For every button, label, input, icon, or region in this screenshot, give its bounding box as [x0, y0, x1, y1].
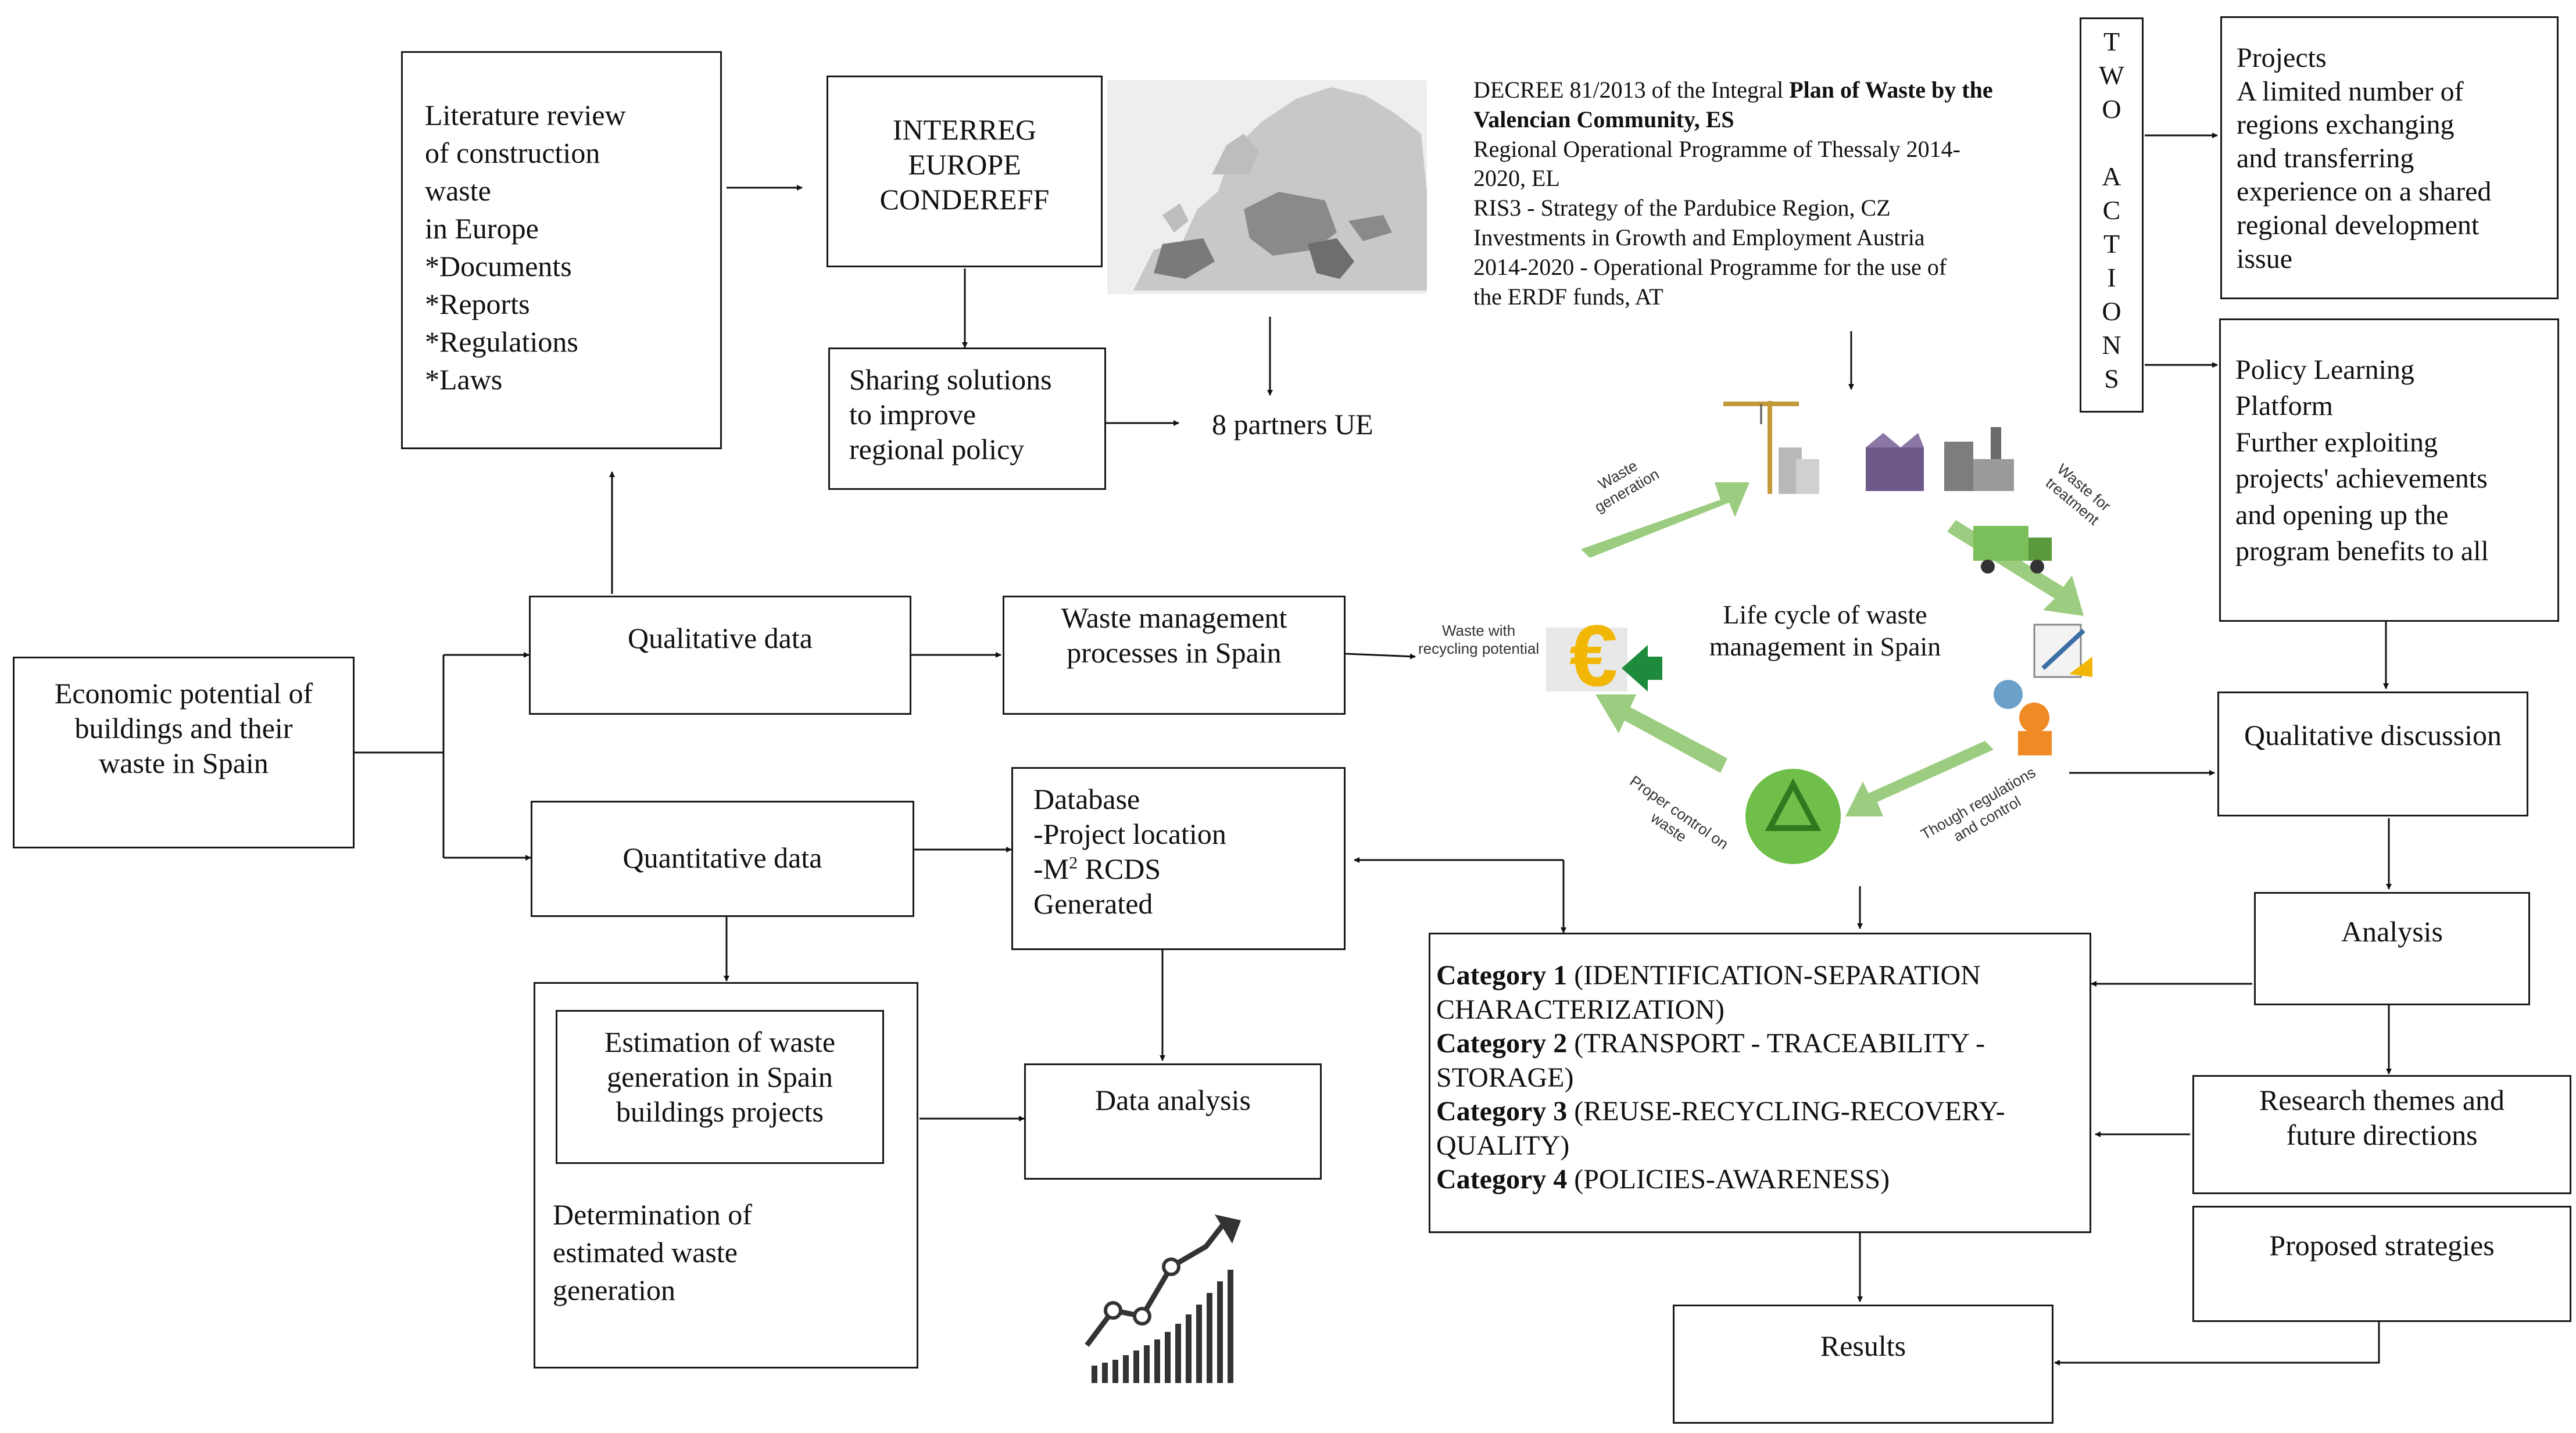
euro-recycling-icon: € [1546, 607, 1662, 704]
category-item: Category 4 (POLICIES-AWARENESS) [1436, 1163, 2005, 1197]
two-actions-letter: A [2102, 161, 2121, 191]
decree-bold-title: Plan of Waste by the Valencian Community… [1473, 77, 1993, 132]
analysis-label: Analysis [2341, 915, 2443, 948]
category-label: Category 1 [1436, 960, 1568, 991]
two-actions-letter: N [2102, 329, 2121, 360]
results-label: Results [1820, 1330, 1906, 1362]
waste-management-box: Waste management processes in Spain [1003, 596, 1346, 715]
lifecycle-title: Life cycle of waste management in Spain [1709, 600, 1941, 662]
economic-potential-box: Economic potential of buildings and thei… [13, 657, 355, 848]
recycling-potential-label: Waste with recycling potential [1418, 622, 1540, 658]
data-analysis-label: Data analysis [1095, 1084, 1251, 1116]
analysis-box: Analysis [2254, 892, 2530, 1005]
two-actions-letter: W [2099, 60, 2124, 90]
recycle-icon [1745, 769, 1841, 864]
worker-gear-icon [1994, 680, 2052, 755]
determination-box: Estimation of waste generation in Spain … [534, 982, 918, 1368]
programmes-list: Regional Operational Programme of Thessa… [1473, 135, 1960, 310]
decree-title: DECREE 81/2013 of the Integral [1473, 77, 1790, 103]
two-actions-letter: O [2102, 94, 2121, 124]
policy-learning-box: Policy Learning Platform Further exploit… [2219, 318, 2559, 622]
category-item: Category 2 (TRANSPORT - TRACEABILITY - S… [1436, 1027, 2005, 1095]
sharing-solutions-label: Sharing solutions to improve regional po… [849, 363, 1052, 465]
two-actions-letter: O [2102, 296, 2121, 326]
database-box: Database -Project location -M2 RCDS Gene… [1011, 767, 1346, 950]
category-text: (REUSE-RECYCLING-RECOVERY- QUALITY) [1436, 1096, 2005, 1161]
quantitative-data-box: Quantitative data [531, 801, 914, 917]
category-text: (POLICIES-AWARENESS) [1567, 1164, 1890, 1195]
determination-label: Determination of estimated waste generat… [553, 1198, 752, 1306]
projects-box: Projects A limited number of regions exc… [2220, 16, 2559, 299]
waste-management-label: Waste management processes in Spain [1061, 601, 1287, 669]
europe-map-image [1107, 80, 1427, 294]
literature-review-box: Literature review of construction waste … [401, 51, 722, 449]
category-text: (IDENTIFICATION-SEPARATION CHARACTERIZAT… [1436, 960, 1981, 1025]
projects-label: Projects A limited number of regions exc… [2237, 42, 2492, 274]
proposed-strategies-box: Proposed strategies [2192, 1206, 2571, 1322]
two-actions-letter: T [2103, 27, 2120, 56]
qualitative-discussion-label: Qualitative discussion [2244, 719, 2502, 751]
interreg-box: INTERREG EUROPE CONDEREFF [827, 76, 1103, 267]
category-item: Category 1 (IDENTIFICATION-SEPARATION CH… [1436, 959, 2005, 1027]
category-label: Category 3 [1436, 1096, 1568, 1127]
arrow-to-cycle [1345, 653, 1416, 660]
two-actions-letter: I [2107, 262, 2116, 292]
database-superscript: 2 [1069, 853, 1078, 873]
category-label: Category 4 [1436, 1164, 1568, 1195]
industrial-plant-icon [1944, 427, 2014, 491]
data-analysis-box: Data analysis [1024, 1063, 1322, 1180]
qualitative-data-box: Qualitative data [529, 596, 911, 715]
category-label: Category 2 [1436, 1028, 1568, 1059]
categories-box: Category 1 (IDENTIFICATION-SEPARATION CH… [1429, 933, 2091, 1233]
interreg-label: INTERREG EUROPE CONDEREFF [879, 113, 1050, 216]
database-text: Database -Project location -M [1033, 783, 1226, 885]
factory-icon [1866, 433, 1924, 491]
results-box: Results [1673, 1305, 2053, 1424]
growth-chart-icon [1085, 1215, 1241, 1383]
estimation-box: Estimation of waste generation in Spain … [556, 1010, 884, 1164]
two-actions-letter: C [2102, 195, 2121, 225]
estimation-label: Estimation of waste generation in Spain … [604, 1026, 836, 1128]
regional-programmes-text: DECREE 81/2013 of the Integral Plan of W… [1473, 76, 2043, 311]
sharing-solutions-box: Sharing solutions to improve regional po… [828, 347, 1106, 490]
economic-potential-label: Economic potential of buildings and thei… [54, 677, 313, 779]
qualitative-discussion-box: Qualitative discussion [2217, 692, 2528, 816]
garbage-truck-icon [1973, 526, 2052, 574]
two-actions-letter [2081, 126, 2142, 160]
literature-review-label: Literature review of construction waste … [425, 99, 626, 396]
policy-learning-label: Policy Learning Platform Further exploit… [2235, 354, 2489, 567]
categories-list: Category 1 (IDENTIFICATION-SEPARATION CH… [1436, 959, 2005, 1197]
database-text-rest: RCDS Generated [1033, 852, 1161, 920]
database-label: Database -Project location -M2 RCDS Gene… [1033, 782, 1226, 921]
arrow-proposed-to-results [2054, 1320, 2380, 1366]
partners-label: 8 partners UE [1212, 408, 1373, 440]
construction-crane-icon [1723, 401, 1819, 494]
category-item: Category 3 (REUSE-RECYCLING-RECOVERY- QU… [1436, 1095, 2005, 1163]
quantitative-data-label: Quantitative data [622, 841, 822, 874]
qualitative-data-label: Qualitative data [628, 622, 813, 654]
svg-text:€: € [1569, 607, 1618, 704]
two-actions-letter: S [2104, 363, 2119, 393]
category-text: (TRANSPORT - TRACEABILITY - STORAGE) [1436, 1028, 1985, 1093]
research-themes-box: Research themes and future directions [2192, 1075, 2571, 1194]
proposed-strategies-label: Proposed strategies [2269, 1229, 2495, 1262]
two-actions-letter: T [2103, 228, 2120, 259]
document-pen-icon [2033, 624, 2092, 678]
research-themes-label: Research themes and future directions [2259, 1084, 2505, 1151]
